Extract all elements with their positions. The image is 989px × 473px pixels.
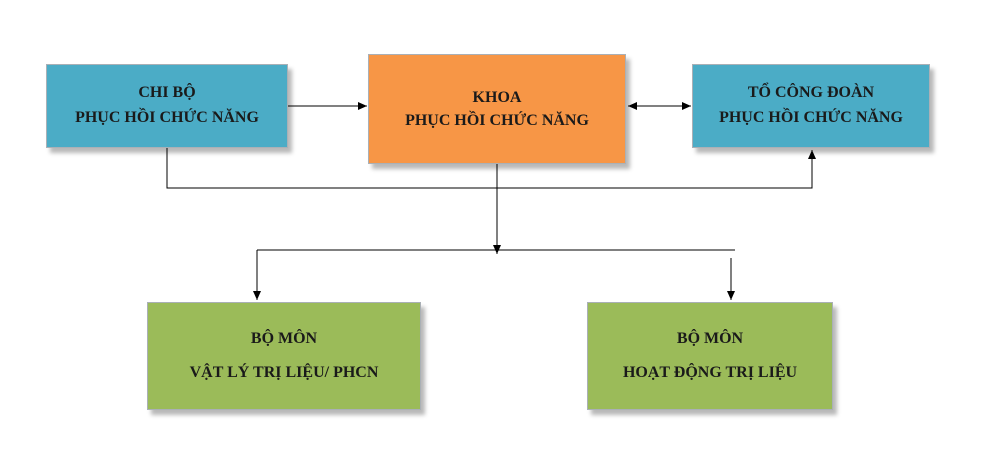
node-bo-mon-hdtl-subtitle: HOẠT ĐỘNG TRỊ LIỆU bbox=[622, 364, 798, 381]
node-to-cong-doan: TỔ CÔNG ĐOÀN PHỤC HỒI CHỨC NĂNG bbox=[692, 64, 930, 148]
node-khoa: KHOA PHỤC HỒI CHỨC NĂNG bbox=[368, 54, 626, 164]
node-chi-bo-title: CHI BỘ bbox=[138, 84, 196, 102]
node-bo-mon-vltl-title: BỘ MÔN bbox=[250, 330, 318, 348]
node-khoa-title: KHOA bbox=[472, 88, 522, 106]
node-to-cong-doan-title: TỔ CÔNG ĐOÀN bbox=[747, 84, 875, 102]
node-chi-bo-subtitle: PHỤC HỒI CHỨC NĂNG bbox=[75, 109, 259, 126]
node-khoa-subtitle: PHỤC HỒI CHỨC NĂNG bbox=[405, 112, 589, 129]
node-bo-mon-vltl: BỘ MÔN VẬT LÝ TRỊ LIỆU/ PHCN bbox=[147, 302, 421, 410]
node-bo-mon-vltl-subtitle: VẬT LÝ TRỊ LIỆU/ PHCN bbox=[189, 364, 379, 381]
node-bo-mon-hdtl: BỘ MÔN HOẠT ĐỘNG TRỊ LIỆU bbox=[587, 302, 833, 410]
node-chi-bo: CHI BỘ PHỤC HỒI CHỨC NĂNG bbox=[46, 64, 288, 148]
node-bo-mon-hdtl-title: BỘ MÔN bbox=[676, 330, 744, 348]
edge-chi-bo-to-to-cong-doan bbox=[166, 148, 816, 189]
node-to-cong-doan-subtitle: PHỤC HỒI CHỨC NĂNG bbox=[719, 109, 903, 126]
